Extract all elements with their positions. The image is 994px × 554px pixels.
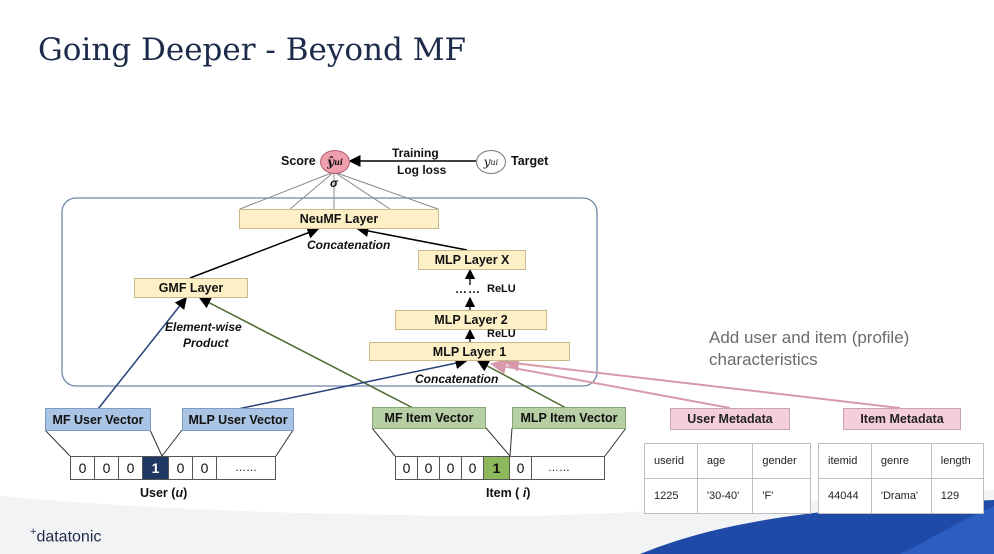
table-cell: genre	[870, 443, 932, 479]
training-label: Training	[392, 146, 439, 160]
user-caption: User (u)	[140, 486, 188, 500]
user-metadata-table: userid age gender 1225 '30-40' 'F'	[644, 443, 811, 514]
brand-name: datatonic	[36, 528, 102, 546]
table-cell: 1225	[644, 478, 698, 514]
logloss-label: Log loss	[397, 163, 447, 177]
user-onehot-ellipsis: ……	[235, 462, 257, 474]
mf-item-vector: MF Item Vector	[372, 407, 486, 429]
user-onehot-cell: 0	[169, 457, 193, 479]
table-cell: itemid	[818, 443, 872, 479]
elementwise-label-2: Product	[183, 336, 229, 350]
gmf-to-neumf-arrow	[189, 227, 320, 279]
table-cell: 'F'	[752, 478, 811, 514]
table-row: 1225 '30-40' 'F'	[644, 478, 811, 514]
slide-title: Going Deeper - Beyond MF	[38, 32, 466, 68]
sigma-label: σ	[330, 176, 338, 190]
item-caption: Item ( i)	[486, 486, 531, 500]
mlp-layer-2: MLP Layer 2	[395, 310, 547, 330]
concat-top-label: Concatenation	[307, 238, 391, 252]
item-onehot-vector: 0 0 0 0 1 0 ……	[395, 456, 605, 480]
mf-user-vector: MF User Vector	[45, 408, 151, 431]
table-row: 44044 'Drama' 129	[818, 478, 985, 514]
brand-plus: +	[30, 526, 37, 538]
mf-user-to-gmf	[97, 296, 187, 410]
item-onehot-cell: 0	[440, 457, 462, 479]
annotation-note: Add user and item (profile) characterist…	[709, 328, 910, 369]
item-onehot-ellipsis: ……	[548, 462, 570, 474]
mlp-user-vector: MLP User Vector	[182, 408, 294, 431]
mlp-layer-x: MLP Layer X	[418, 250, 526, 270]
user-onehot-cell: 0	[95, 457, 119, 479]
table-cell: 'Drama'	[870, 478, 932, 514]
table-cell: 129	[930, 478, 985, 514]
item-onehot-cell: 0	[510, 457, 532, 479]
mf-item-to-gmf	[198, 297, 414, 409]
user-onehot-cell-active: 1	[143, 457, 169, 479]
table-cell: '30-40'	[696, 478, 754, 514]
model-boundary	[61, 197, 598, 387]
item-onehot-cell: 0	[396, 457, 418, 479]
table-cell: length	[930, 443, 985, 479]
gmf-layer: GMF Layer	[134, 278, 248, 298]
item-onehot-cell: 0	[462, 457, 484, 479]
concat-bottom-label: Concatenation	[415, 372, 499, 386]
score-label: Score	[281, 154, 316, 168]
item-metadata-box: Item Metadata	[843, 408, 961, 430]
table-cell: userid	[644, 443, 698, 479]
user-onehot-vector: 0 0 0 1 0 0 ……	[70, 456, 276, 480]
user-meta-to-mlp1	[490, 358, 731, 409]
table-cell: age	[696, 443, 754, 479]
item-onehot-cell: 0	[418, 457, 440, 479]
user-onehot-cell: 0	[119, 457, 143, 479]
table-cell: 44044	[818, 478, 872, 514]
neumf-layer: NeuMF Layer	[239, 209, 439, 229]
table-cell: gender	[752, 443, 811, 479]
relu-top-label: ReLU	[487, 283, 516, 295]
mlpx-to-neumf-arrow	[356, 225, 468, 251]
table-header-row: itemid genre length	[818, 443, 985, 479]
user-onehot-cell: 0	[71, 457, 95, 479]
item-meta-to-mlp1	[503, 355, 901, 409]
item-onehot-cell-active: 1	[484, 457, 510, 479]
mlp-item-vector: MLP Item Vector	[512, 407, 626, 429]
relu-bottom-label: ReLU	[487, 328, 516, 340]
user-metadata-box: User Metadata	[670, 408, 790, 430]
table-header-row: userid age gender	[644, 443, 811, 479]
datatonic-logo: +datatonic	[30, 526, 101, 546]
mlp-user-to-mlp1	[237, 357, 468, 410]
elementwise-label-1: Element-wise	[165, 320, 242, 334]
mlp-layer-1: MLP Layer 1	[369, 342, 570, 361]
mlp-dots: ……	[455, 282, 481, 296]
item-metadata-table: itemid genre length 44044 'Drama' 129	[818, 443, 985, 514]
target-label: Target	[511, 154, 549, 168]
user-onehot-cell: 0	[193, 457, 217, 479]
